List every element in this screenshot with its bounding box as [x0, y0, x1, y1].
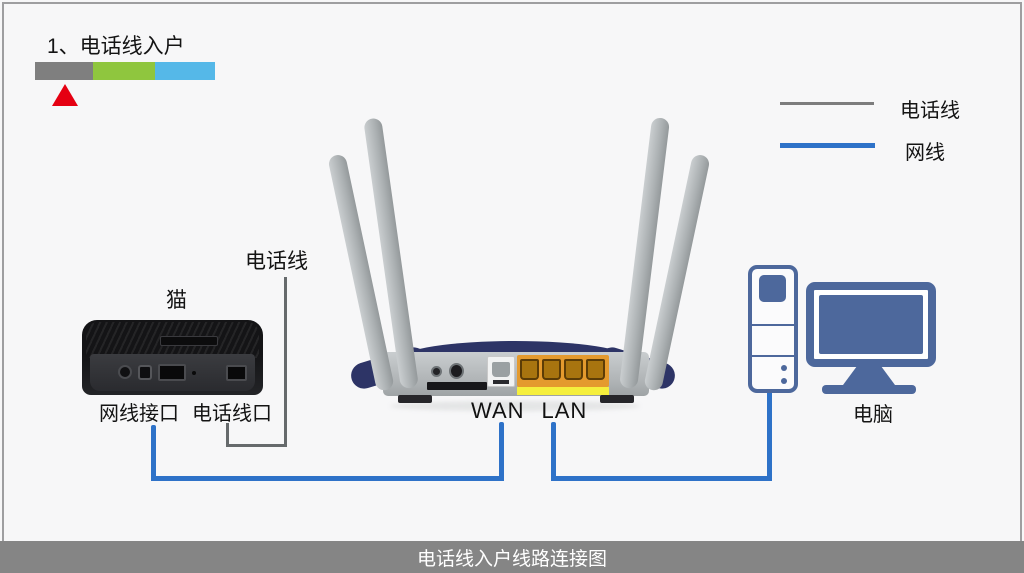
- phone-line-horizontal: [226, 444, 287, 447]
- modem-ethernet-port-label: 网线接口: [99, 403, 179, 425]
- router-port-labels: WAN LAN: [471, 398, 587, 424]
- modem-illustration: [82, 320, 263, 395]
- monitor-base: [822, 385, 916, 394]
- router-power-jack: [449, 363, 464, 379]
- modem-ethernet-port: [158, 364, 186, 381]
- tower-divider-1: [752, 324, 794, 326]
- legend-phone-line-label: 电话线: [900, 100, 960, 122]
- router-lan-port-4: [586, 359, 605, 380]
- ethernet-modem-to-wan: [151, 476, 504, 481]
- modem-back-panel: [90, 354, 255, 391]
- router-wan-label: WAN: [471, 398, 525, 423]
- router-wan-port: [487, 356, 515, 387]
- tower-button-dot-1: [781, 365, 787, 371]
- footer-caption: 电话线入户线路连接图: [416, 548, 607, 570]
- monitor-stand: [843, 366, 895, 385]
- page-title: 1、电话线入户: [47, 35, 185, 58]
- router-label-strip: [427, 382, 487, 390]
- router-lan-label: LAN: [541, 398, 588, 423]
- router-lan-block: [517, 355, 609, 387]
- computer-tower-icon: [748, 265, 798, 393]
- router-wan-tag: [493, 380, 509, 384]
- router-lan-port-3: [564, 359, 583, 380]
- router-reset-button: [431, 366, 442, 377]
- tower-drive-bay: [759, 275, 786, 302]
- modem-label: 猫: [166, 289, 187, 312]
- modem-logo-plate: [160, 336, 218, 346]
- monitor-screen: [819, 295, 923, 354]
- tower-button-dot-2: [781, 378, 787, 384]
- ethernet-pc-rise: [767, 391, 772, 481]
- modem-phone-port: [226, 365, 247, 381]
- computer-label: 电脑: [853, 404, 893, 426]
- modem-power-button: [118, 365, 132, 379]
- ethernet-wan-rise: [499, 422, 504, 481]
- router-wan-connector: [492, 362, 510, 377]
- phone-line-to-modem: [226, 423, 229, 447]
- modem-phone-port-label: 电话线口: [192, 403, 272, 425]
- ethernet-modem-drop: [151, 425, 156, 481]
- legend-ethernet-label: 网线: [905, 142, 945, 164]
- progress-segment-last: [155, 62, 215, 80]
- router-lan-port-1: [520, 359, 539, 380]
- progress-segment-next: [93, 62, 155, 80]
- progress-segment-current: [35, 62, 93, 80]
- router-illustration: [383, 352, 649, 403]
- current-step-marker-icon: [52, 84, 78, 106]
- legend-phone-line-swatch: [780, 102, 874, 105]
- phone-line-callout-label: 电话线: [245, 250, 308, 273]
- ethernet-lan-drop: [551, 422, 556, 481]
- modem-power-jack: [138, 365, 152, 380]
- tower-divider-2: [752, 355, 794, 357]
- legend-ethernet-swatch: [780, 143, 875, 148]
- modem-port-labels: 网线接口 电话线口: [99, 397, 272, 426]
- router-foot-right: [600, 395, 634, 403]
- phone-line-vertical: [284, 277, 287, 447]
- ethernet-lan-to-pc: [551, 476, 772, 481]
- router-lan-label-strip: [517, 387, 609, 395]
- router-shadow: [390, 401, 640, 411]
- modem-reset-hole: [192, 371, 196, 375]
- router-foot-left: [398, 395, 432, 403]
- step-progress-bar: [35, 62, 215, 80]
- monitor-icon: [806, 282, 936, 367]
- router-lan-port-2: [542, 359, 561, 380]
- footer-caption-bar: 电话线入户线路连接图: [0, 541, 1024, 573]
